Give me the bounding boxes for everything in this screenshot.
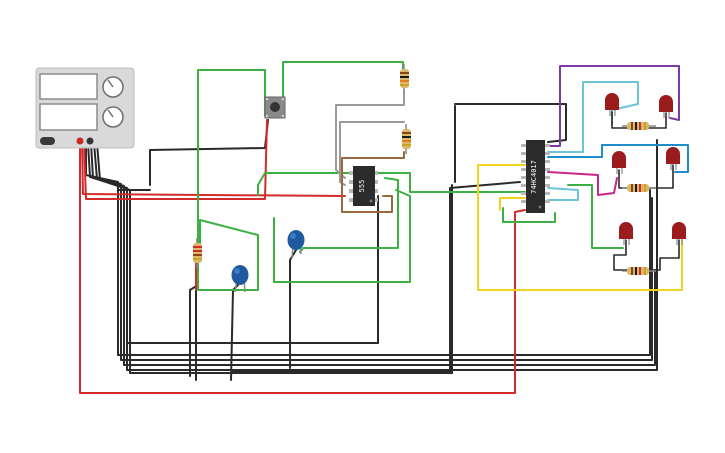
red-wire[interactable]: [79, 119, 526, 394]
magenta-wire[interactable]: [547, 171, 618, 196]
resistor-left[interactable]: [193, 238, 202, 268]
wires: [79, 61, 689, 394]
negative-terminal-icon[interactable]: [86, 137, 94, 145]
yellow-wire[interactable]: [477, 164, 683, 291]
black-wire-bundle[interactable]: [85, 103, 658, 381]
resistor-middle[interactable]: [402, 124, 411, 154]
push-button[interactable]: [264, 96, 286, 119]
resistor-led-3[interactable]: [622, 267, 656, 275]
led-5[interactable]: [619, 222, 633, 245]
resistor-led-2[interactable]: [622, 184, 656, 192]
led-2[interactable]: [659, 95, 673, 118]
capacitor-1[interactable]: [231, 265, 249, 293]
voltage-display: [39, 73, 98, 100]
power-supply[interactable]: [35, 67, 135, 149]
power-button[interactable]: [40, 137, 55, 145]
timer-555-chip[interactable]: 555: [349, 166, 378, 206]
counter-4017-label: 74HC4017: [530, 160, 538, 194]
led-3[interactable]: [612, 151, 626, 174]
green-wire[interactable]: [197, 61, 624, 291]
led-1[interactable]: [605, 93, 619, 116]
brown-wire[interactable]: [341, 151, 405, 213]
leds: [605, 93, 686, 245]
capacitor-2[interactable]: [287, 230, 305, 259]
led-6[interactable]: [672, 222, 686, 245]
current-display: [39, 103, 98, 131]
positive-terminal-icon[interactable]: [76, 137, 84, 145]
timer-555-label: 555: [358, 180, 366, 193]
resistor-led-1[interactable]: [622, 122, 656, 130]
purple-wire[interactable]: [547, 65, 680, 147]
blue-wire[interactable]: [547, 144, 689, 173]
resistor-top[interactable]: [400, 64, 409, 93]
led-4[interactable]: [666, 147, 680, 170]
counter-4017-chip[interactable]: 74HC4017: [521, 140, 550, 213]
led-lead-wires: [611, 111, 680, 271]
